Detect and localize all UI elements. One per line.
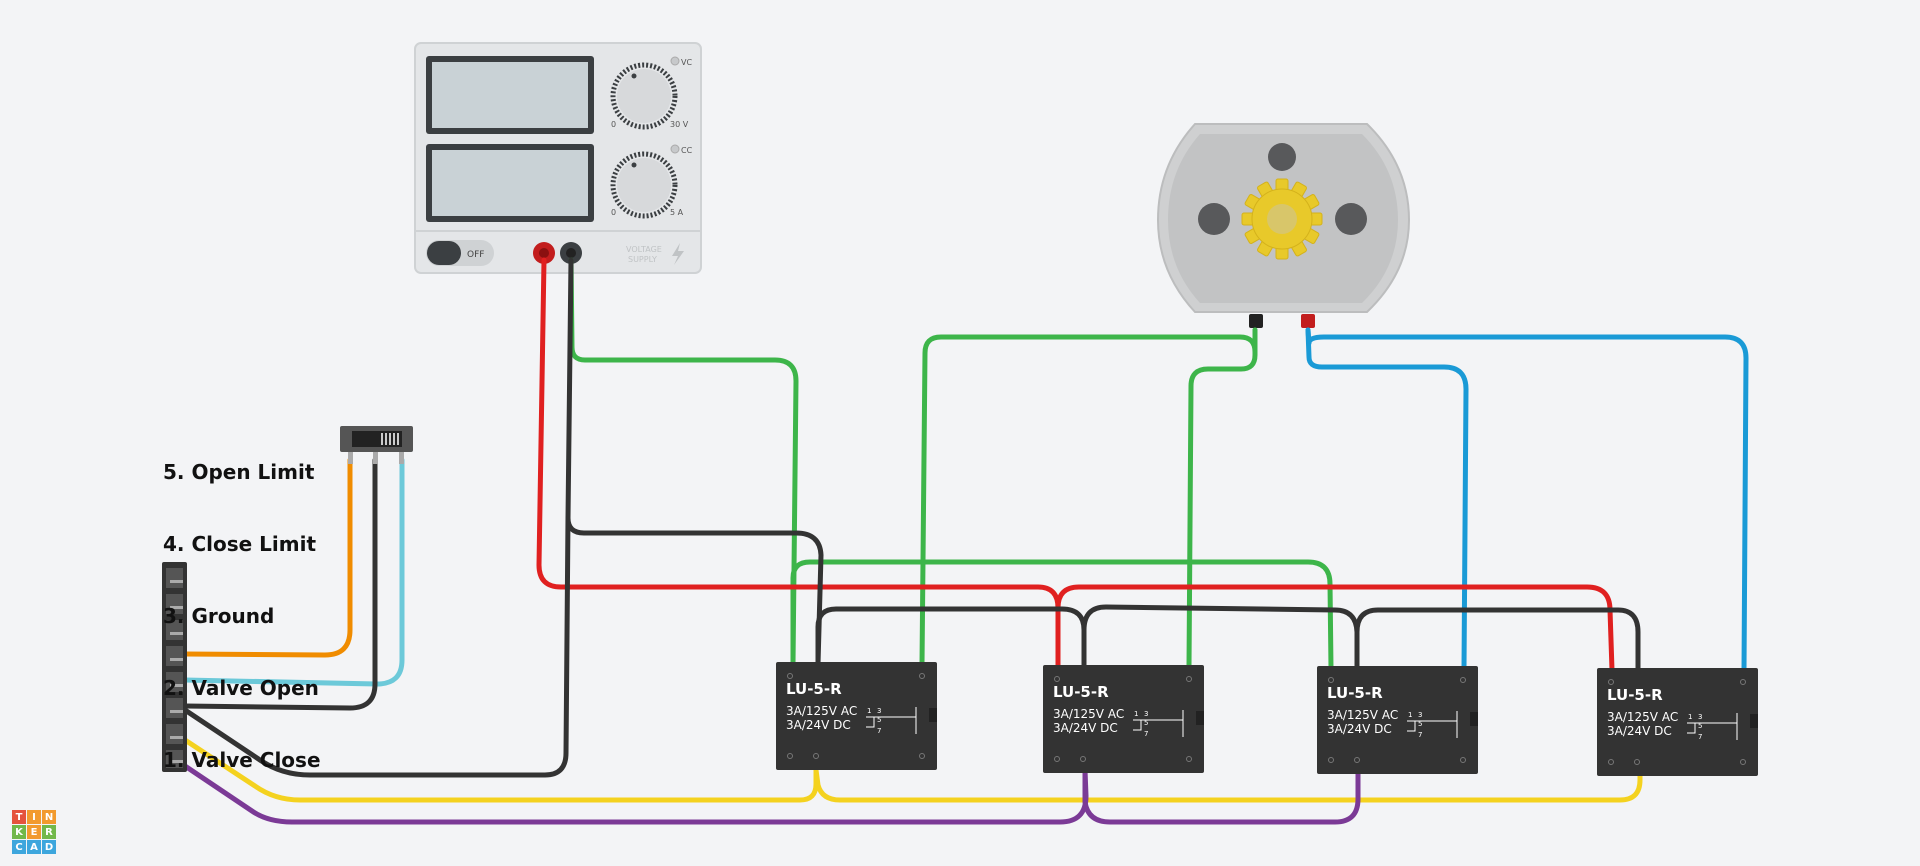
relay-schematic-icon	[1133, 710, 1184, 737]
legend-line-valve-close: 1. Valve Close	[163, 748, 321, 772]
svg-text:5: 5	[1418, 720, 1422, 728]
wire-black-relay3-relay4	[1354, 607, 1641, 673]
svg-text:7: 7	[1698, 733, 1702, 741]
power-switch[interactable]: OFF	[426, 240, 494, 266]
brand-line-1: VOLTAGE	[626, 245, 662, 254]
relay-spec-dc: 3A/24V DC	[786, 718, 851, 732]
wire-green-relay1-relay3	[790, 559, 1334, 671]
motor-mount-hole-right	[1335, 203, 1367, 235]
power-supply[interactable]: VC CC 0 30 V 0 5 A OFF VOLTAGE SUPPLY	[414, 42, 702, 274]
svg-text:3: 3	[1698, 713, 1702, 721]
svg-text:7: 7	[877, 727, 881, 735]
svg-text:1: 1	[1688, 713, 1692, 721]
relay-model-label: LU-5-R	[1327, 684, 1383, 702]
svg-text:1: 1	[867, 707, 871, 715]
wire-green-ps-relay1	[568, 257, 799, 667]
wires[interactable]	[182, 257, 1749, 825]
relay-spec-dc: 3A/24V DC	[1053, 721, 1118, 735]
lightning-icon	[672, 243, 684, 265]
relay-model-label: LU-5-R	[1607, 686, 1663, 704]
svg-text:5: 5	[1698, 722, 1702, 730]
brand-line-2: SUPPLY	[628, 255, 657, 264]
relay-spec-ac: 3A/125V AC	[1327, 708, 1398, 722]
cc-indicator-icon	[670, 144, 680, 154]
wire-black-relay1-relay4	[815, 606, 1087, 671]
wire-blue-motor-relay4	[1305, 327, 1749, 673]
slide-switch[interactable]	[340, 426, 413, 464]
svg-text:5: 5	[877, 716, 881, 724]
svg-text:1: 1	[1134, 710, 1138, 718]
slide-switch-knob[interactable]	[381, 433, 399, 445]
svg-text:5: 5	[1144, 719, 1148, 727]
wire-green-motor-relay2	[1186, 327, 1258, 669]
voltage-knob[interactable]	[610, 62, 678, 130]
tinkercad-logo: T I N K E R C A D	[12, 810, 56, 854]
relay-model-label: LU-5-R	[786, 680, 842, 698]
wire-black-relay2-relay3	[1081, 604, 1360, 671]
vc-indicator-icon	[670, 56, 680, 66]
terminal-block[interactable]	[162, 562, 187, 772]
relay-spec-ac: 3A/125V AC	[1607, 710, 1678, 724]
wire-yellow-relay1-relay4	[813, 767, 1643, 803]
current-knob[interactable]	[610, 151, 678, 219]
svg-text:3: 3	[877, 707, 881, 715]
motor-terminal-red[interactable]	[1301, 314, 1315, 328]
voltage-max-label: 30 V	[670, 120, 689, 129]
svg-text:3: 3	[1418, 711, 1422, 719]
current-max-label: 5 A	[670, 208, 684, 217]
relay-spec-dc: 3A/24V DC	[1327, 722, 1392, 736]
relay-schematic-icon	[1407, 711, 1458, 738]
motor-mount-hole-left	[1198, 203, 1230, 235]
relay-schematic-icon	[866, 707, 917, 734]
wire-red-relay2-relay4	[1055, 584, 1615, 673]
pin-legend: 5. Open Limit 4. Close Limit 3. Ground 2…	[163, 412, 321, 796]
motor-terminal-black[interactable]	[1249, 314, 1263, 328]
relay-spec-dc: 3A/24V DC	[1607, 724, 1672, 738]
voltage-min-label: 0	[611, 120, 616, 129]
current-min-label: 0	[611, 208, 616, 217]
relay-spec-ac: 3A/125V AC	[1053, 707, 1124, 721]
cc-label: CC	[681, 146, 693, 155]
legend-line-valve-open: 2. Valve Open	[163, 676, 319, 700]
relay-spec-ac: 3A/125V AC	[786, 704, 857, 718]
wire-black-ps-relay1	[565, 257, 824, 667]
wire-purple-relay2-relay3	[1082, 767, 1361, 825]
gear-icon	[1241, 178, 1323, 260]
svg-text:1: 1	[1408, 711, 1412, 719]
svg-text:3: 3	[1144, 710, 1148, 718]
relay-schematic-icon	[1687, 713, 1738, 740]
svg-text:7: 7	[1144, 730, 1148, 738]
svg-text:7: 7	[1418, 731, 1422, 739]
switch-label: OFF	[467, 250, 484, 260]
legend-line-ground: 3. Ground	[163, 604, 275, 628]
wire-black-terminal-ps	[182, 515, 571, 778]
relay-model-label: LU-5-R	[1053, 683, 1109, 701]
wire-orange-switch	[182, 457, 353, 658]
wire-black-switch	[182, 457, 378, 711]
motor-mount-hole-top	[1268, 143, 1296, 171]
legend-line-close-limit: 4. Close Limit	[163, 532, 317, 556]
wire-yellow-terminal-relays	[182, 737, 819, 803]
legend-line-open-limit: 5. Open Limit	[163, 460, 315, 484]
vc-label: VC	[681, 58, 692, 67]
dc-motor[interactable]	[1156, 123, 1411, 328]
wire-blue-motor-relay3	[1305, 327, 1469, 671]
